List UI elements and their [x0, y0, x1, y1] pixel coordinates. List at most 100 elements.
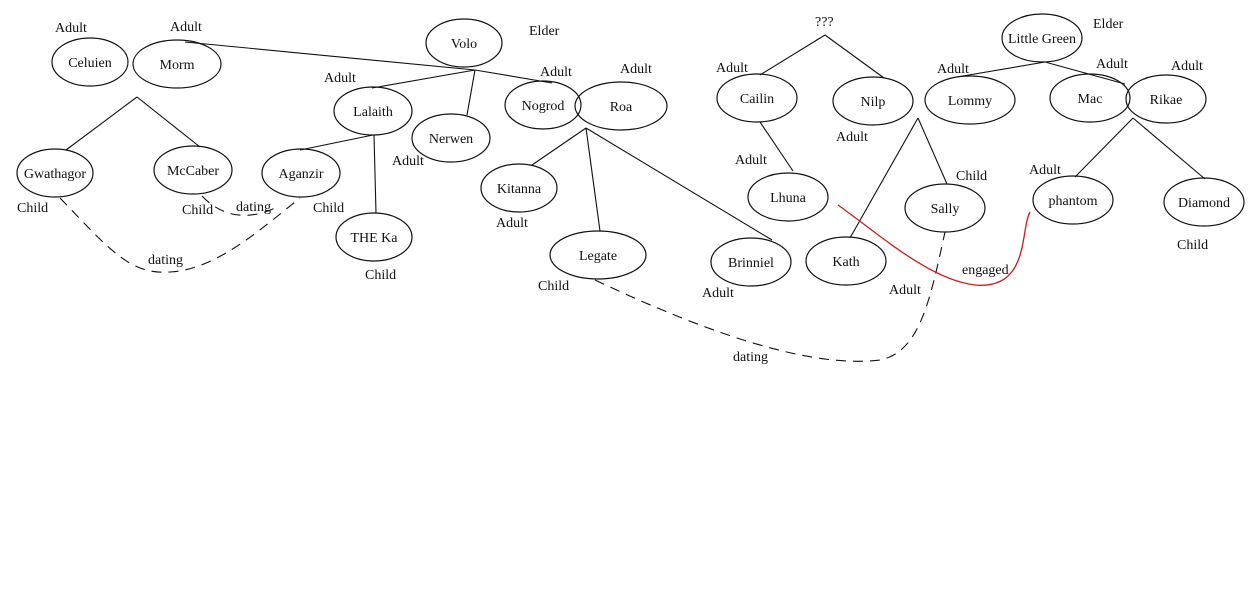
person-name: THE Ka	[350, 231, 398, 246]
person-ellipse	[710, 237, 792, 287]
person-name: Kitanna	[497, 182, 542, 197]
person-ellipse	[153, 145, 233, 195]
person-name: McCaber	[167, 164, 219, 179]
dating-line-legate-sally	[594, 231, 946, 362]
person-node-little-green: Little Green	[1001, 13, 1083, 63]
person-node-lalaith: Lalaith	[333, 86, 413, 136]
person-name: Sally	[931, 202, 960, 217]
person-node-phantom: phantom	[1032, 175, 1114, 225]
line-cailin-lhuna	[759, 121, 794, 172]
person-ellipse	[504, 80, 582, 130]
dating-line-mccaber-aganzir	[201, 195, 276, 216]
person-node-nogrod: Nogrod	[504, 80, 582, 130]
person-node-mac: Mac	[1049, 73, 1131, 123]
line-nilp-lommy-sally	[917, 117, 948, 185]
person-ellipse	[747, 172, 829, 222]
line-mac-rikae-phantom	[1074, 117, 1134, 178]
unknown-parent-label: ???	[815, 15, 834, 30]
relation-label-dating: dating	[236, 200, 271, 215]
role-label-cailin: Adult	[716, 61, 748, 76]
person-ellipse	[904, 183, 986, 233]
relation-label-engaged: engaged	[962, 263, 1009, 278]
relation-label-dating: dating	[733, 350, 768, 365]
person-node-celuien: Celuien	[51, 37, 129, 87]
person-ellipse	[832, 76, 914, 126]
person-name: Aganzir	[278, 167, 323, 182]
person-node-brinniel: Brinniel	[710, 237, 792, 287]
role-label-nogrod: Adult	[540, 65, 572, 80]
person-ellipse	[132, 39, 222, 89]
role-label-nilp: Adult	[836, 130, 868, 145]
role-label-brinniel: Adult	[702, 286, 734, 301]
person-node-morm: Morm	[132, 39, 222, 89]
person-node-nerwen: Nerwen	[411, 113, 491, 163]
person-name: Celuien	[68, 56, 112, 71]
role-label-celuien: Adult	[55, 21, 87, 36]
role-label-phantom: Adult	[1029, 163, 1061, 178]
person-ellipse	[51, 37, 129, 87]
person-name: Nilp	[861, 95, 886, 110]
person-ellipse	[335, 212, 413, 262]
line-nogrod-roa-brinniel	[585, 127, 773, 241]
person-node-kath: Kath	[805, 236, 887, 286]
person-ellipse	[716, 73, 798, 123]
line-nogrod-roa-kitanna	[531, 127, 587, 166]
line-volo-lalaith	[371, 69, 476, 89]
role-label-mac: Adult	[1096, 57, 1128, 72]
role-label-volo: Elder	[529, 24, 560, 39]
line-unknown-cailin	[759, 34, 826, 76]
line-lalaith-theka	[373, 134, 377, 214]
person-ellipse	[549, 230, 647, 280]
line-lalaith-aganzir	[299, 134, 374, 151]
line-celuien-morm-gwathagor	[65, 96, 138, 151]
person-node-lhuna: Lhuna	[747, 172, 829, 222]
person-node-the-ka: THE Ka	[335, 212, 413, 262]
person-node-volo: Volo	[425, 18, 503, 68]
person-ellipse	[1049, 73, 1131, 123]
role-label-rikae: Adult	[1171, 59, 1203, 74]
person-node-sally: Sally	[904, 183, 986, 233]
person-name: Lommy	[948, 94, 992, 109]
person-name: Diamond	[1178, 196, 1230, 211]
person-ellipse	[574, 81, 668, 131]
person-ellipse	[16, 148, 94, 198]
role-label-little-green: Elder	[1093, 17, 1124, 32]
role-label-gwathagor: Child	[17, 201, 48, 216]
role-label-lhuna: Adult	[735, 153, 767, 168]
person-ellipse	[1001, 13, 1083, 63]
person-node-gwathagor: Gwathagor	[16, 148, 94, 198]
role-label-morm: Adult	[170, 20, 202, 35]
line-nogrod-roa-legate	[585, 127, 601, 232]
person-ellipse	[1125, 74, 1207, 124]
person-name: Lalaith	[353, 105, 393, 120]
person-name: Roa	[610, 100, 633, 115]
person-ellipse	[805, 236, 887, 286]
person-name: Nerwen	[429, 132, 473, 147]
person-ellipse	[480, 163, 558, 213]
role-label-kath: Adult	[889, 283, 921, 298]
role-label-lalaith: Adult	[324, 71, 356, 86]
person-ellipse	[924, 75, 1016, 125]
person-name: Legate	[579, 249, 617, 264]
person-name: Brinniel	[728, 256, 774, 271]
line-morm-volo-nogrod	[184, 41, 553, 84]
person-node-mccaber: McCaber	[153, 145, 233, 195]
person-ellipse	[411, 113, 491, 163]
person-ellipse	[1032, 175, 1114, 225]
role-label-aganzir: Child	[313, 201, 344, 216]
person-node-aganzir: Aganzir	[261, 148, 341, 198]
relation-label-dating: dating	[148, 253, 183, 268]
role-label-kitanna: Adult	[496, 216, 528, 231]
engaged-line-lhuna-phantom	[837, 204, 1031, 286]
person-name: Kath	[832, 255, 859, 270]
person-name: Little Green	[1008, 32, 1076, 47]
role-label-mccaber: Child	[182, 203, 213, 218]
relationship-lines	[59, 34, 1206, 362]
person-node-diamond: Diamond	[1163, 177, 1245, 227]
role-label-sally: Child	[956, 169, 987, 184]
person-node-rikae: Rikae	[1125, 74, 1207, 124]
person-ellipse	[425, 18, 503, 68]
person-ellipse	[261, 148, 341, 198]
